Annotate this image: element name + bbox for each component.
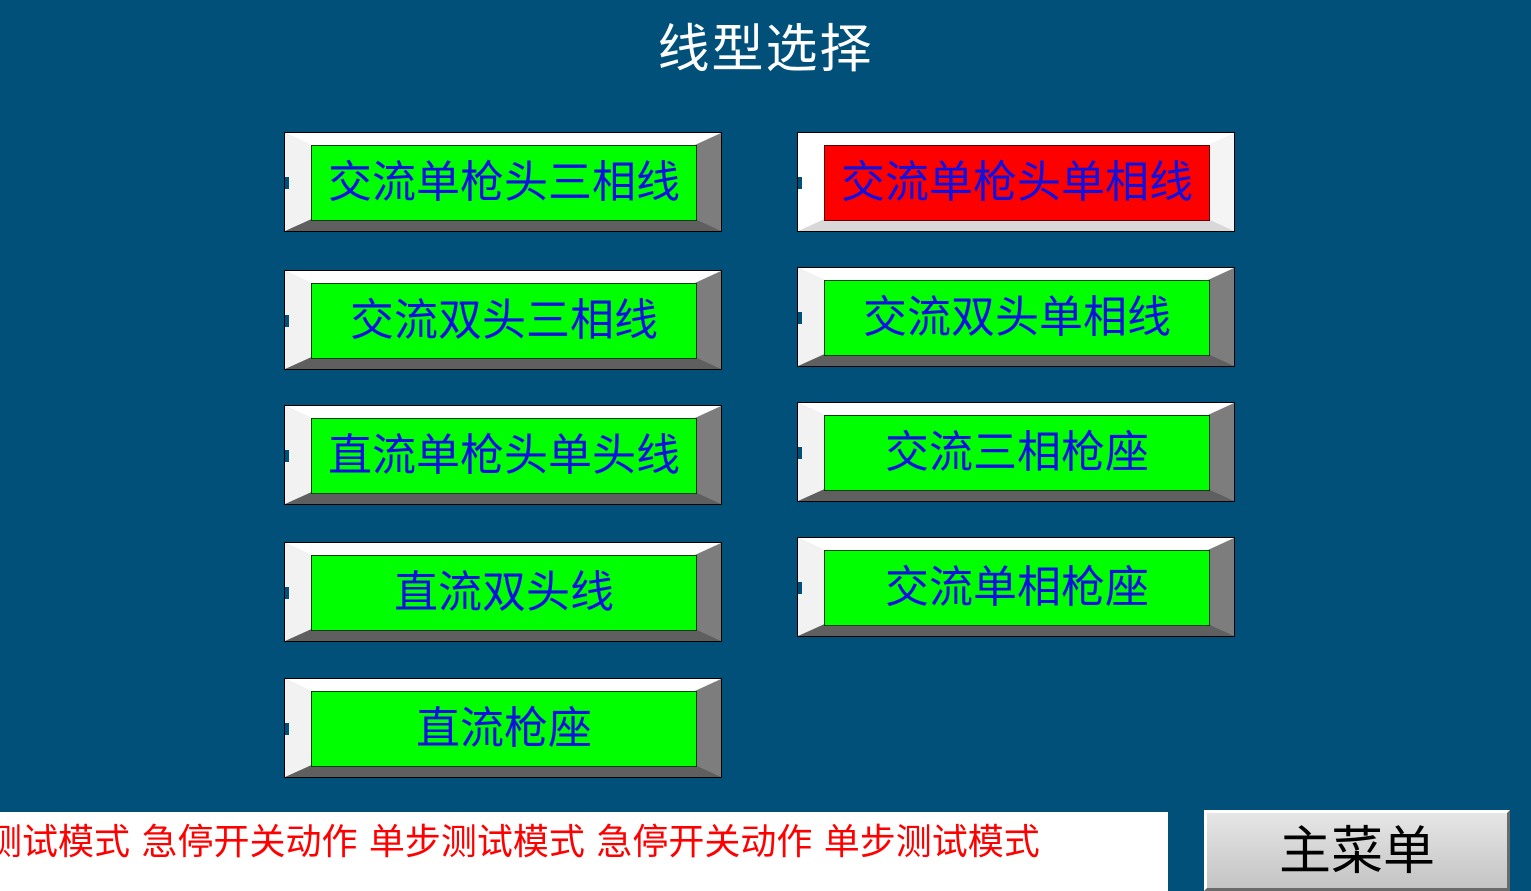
button-bevel-bottom <box>798 354 1234 366</box>
button-bevel-bottom <box>285 219 721 231</box>
button-edge-marker <box>285 450 289 462</box>
line-type-button-ac-dual-head-single-phase[interactable]: 交流双头单相线 <box>797 267 1235 367</box>
line-type-button-dc-dual-head[interactable]: 直流双头线 <box>284 542 722 642</box>
line-type-button-ac-dual-head-three-phase[interactable]: 交流双头三相线 <box>284 270 722 370</box>
button-label: 交流双头单相线 <box>824 280 1210 356</box>
line-type-button-dc-socket[interactable]: 直流枪座 <box>284 678 722 778</box>
main-menu-button[interactable]: 主菜单 <box>1204 810 1510 891</box>
button-edge-marker <box>285 723 289 735</box>
button-bevel-left <box>285 406 311 504</box>
button-bevel-left <box>285 543 311 641</box>
button-bevel-bottom <box>798 489 1234 501</box>
line-type-button-ac-three-phase-socket[interactable]: 交流三相枪座 <box>797 402 1235 502</box>
button-bevel-bottom <box>798 219 1234 231</box>
button-label: 直流双头线 <box>311 555 697 631</box>
button-label: 交流单相枪座 <box>824 550 1210 626</box>
button-label: 交流三相枪座 <box>824 415 1210 491</box>
button-edge-marker <box>798 177 802 189</box>
button-bevel-bottom <box>285 765 721 777</box>
button-bevel-top <box>798 403 1234 415</box>
button-edge-marker <box>285 587 289 599</box>
line-type-button-ac-single-gun-three-phase[interactable]: 交流单枪头三相线 <box>284 132 722 232</box>
status-marquee-text: 测试模式 急停开关动作 单步测试模式 急停开关动作 单步测试模式 <box>0 822 1040 863</box>
button-bevel-bottom <box>285 629 721 641</box>
button-bevel-top <box>798 133 1234 145</box>
button-bevel-left <box>285 679 311 777</box>
button-bevel-left <box>798 403 824 501</box>
line-type-button-ac-single-gun-single-phase[interactable]: 交流单枪头单相线 <box>797 132 1235 232</box>
button-bevel-left <box>285 271 311 369</box>
button-bevel-left <box>798 538 824 636</box>
button-edge-marker <box>798 447 802 459</box>
button-bevel-left <box>798 133 824 231</box>
button-bevel-top <box>285 406 721 418</box>
button-edge-marker <box>285 315 289 327</box>
button-bevel-top <box>285 133 721 145</box>
button-bevel-top <box>798 268 1234 280</box>
button-label: 交流单枪头三相线 <box>311 145 697 221</box>
button-label: 交流双头三相线 <box>311 283 697 359</box>
button-edge-marker <box>798 582 802 594</box>
button-edge-marker <box>285 177 289 189</box>
button-bevel-left <box>798 268 824 366</box>
button-bevel-top <box>285 271 721 283</box>
button-label: 直流单枪头单头线 <box>311 418 697 494</box>
button-label: 交流单枪头单相线 <box>824 145 1210 221</box>
button-edge-marker <box>798 312 802 324</box>
status-marquee: 测试模式 急停开关动作 单步测试模式 急停开关动作 单步测试模式 <box>0 812 1168 891</box>
button-label: 直流枪座 <box>311 691 697 767</box>
line-type-button-ac-single-phase-socket[interactable]: 交流单相枪座 <box>797 537 1235 637</box>
page-title: 线型选择 <box>657 20 874 80</box>
button-bevel-top <box>285 543 721 555</box>
button-bevel-top <box>798 538 1234 550</box>
line-type-button-dc-single-gun-single-head[interactable]: 直流单枪头单头线 <box>284 405 722 505</box>
button-bevel-left <box>285 133 311 231</box>
button-bevel-top <box>285 679 721 691</box>
button-bevel-bottom <box>798 624 1234 636</box>
button-bevel-bottom <box>285 492 721 504</box>
button-bevel-bottom <box>285 357 721 369</box>
